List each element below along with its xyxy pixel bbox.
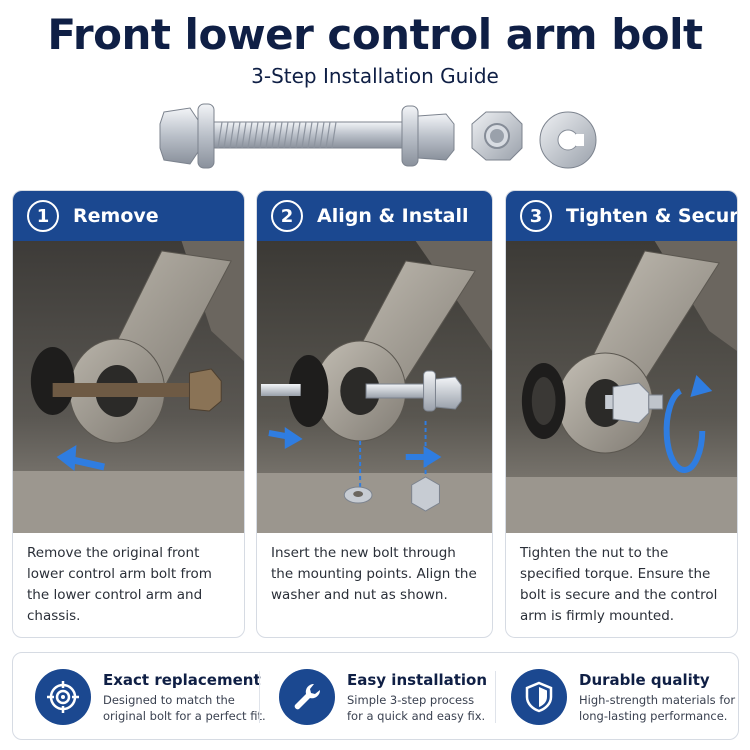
feature-divider (495, 671, 496, 723)
step-number: 2 (271, 200, 303, 232)
feature-divider (259, 671, 260, 723)
washer-icon (539, 111, 597, 169)
bolt-icon (159, 103, 455, 169)
feature-description-line: Designed to match the (103, 692, 235, 707)
target-icon (35, 669, 91, 725)
remove-arrow-icon (56, 445, 105, 471)
page-title: Front lower control arm bolt (47, 10, 703, 59)
step-number: 1 (27, 200, 59, 232)
remove-bolt-photo (13, 241, 244, 533)
feature-title: Durable quality (579, 670, 710, 689)
feature-title: Easy installation (347, 670, 488, 689)
feature-durable-quality: Durable quality High-strength materials … (511, 653, 735, 741)
thread-lines (217, 121, 337, 149)
step-header: 1 Remove (13, 191, 244, 241)
step-description: Insert the new bolt through the mounting… (271, 545, 477, 603)
step-header: 2 Align & Install (257, 191, 492, 241)
feature-strip: Exact replacement Designed to match the … (12, 652, 739, 740)
feature-title: Exact replacement (103, 670, 261, 689)
feature-exact-replacement: Exact replacement Designed to match the … (35, 653, 266, 741)
feature-description-line: High-strength materials for (579, 692, 736, 707)
wrench-icon (279, 669, 335, 725)
nut-icon (471, 111, 523, 161)
page-subtitle: 3-Step Installation Guide (251, 64, 499, 88)
step-title: Tighten & Secure (566, 205, 738, 227)
shield-icon (511, 669, 567, 725)
step-description: Remove the original front lower control … (27, 545, 212, 624)
feature-description-line: original bolt for a perfect fit. (103, 708, 266, 723)
step-title: Align & Install (317, 205, 469, 227)
bolt-kit-illustration (159, 103, 597, 169)
step-card-tighten-secure: 3 Tighten & Secure Tigh (505, 190, 738, 638)
step-number: 3 (520, 200, 552, 232)
step-card-remove: 1 Remove Remove the original fron (12, 190, 245, 638)
nut-arrow-icon (405, 446, 442, 468)
align-install-photo (257, 241, 492, 533)
insert-arrow-icon (268, 427, 303, 449)
feature-description-line: for a quick and easy fix. (347, 708, 486, 723)
step-header: 3 Tighten & Secure (506, 191, 737, 241)
feature-description-line: Simple 3-step process (347, 692, 475, 707)
rotate-arrow-icon (663, 375, 713, 473)
step-description: Tighten the nut to the specified torque.… (520, 545, 718, 624)
step-title: Remove (73, 205, 159, 227)
step-card-align-install: 2 Align & Install (256, 190, 493, 638)
feature-easy-installation: Easy installation Simple 3-step process … (279, 653, 487, 741)
feature-description-line: long-lasting performance. (579, 708, 728, 723)
tighten-secure-photo (506, 241, 737, 533)
nut-icon (411, 476, 440, 512)
